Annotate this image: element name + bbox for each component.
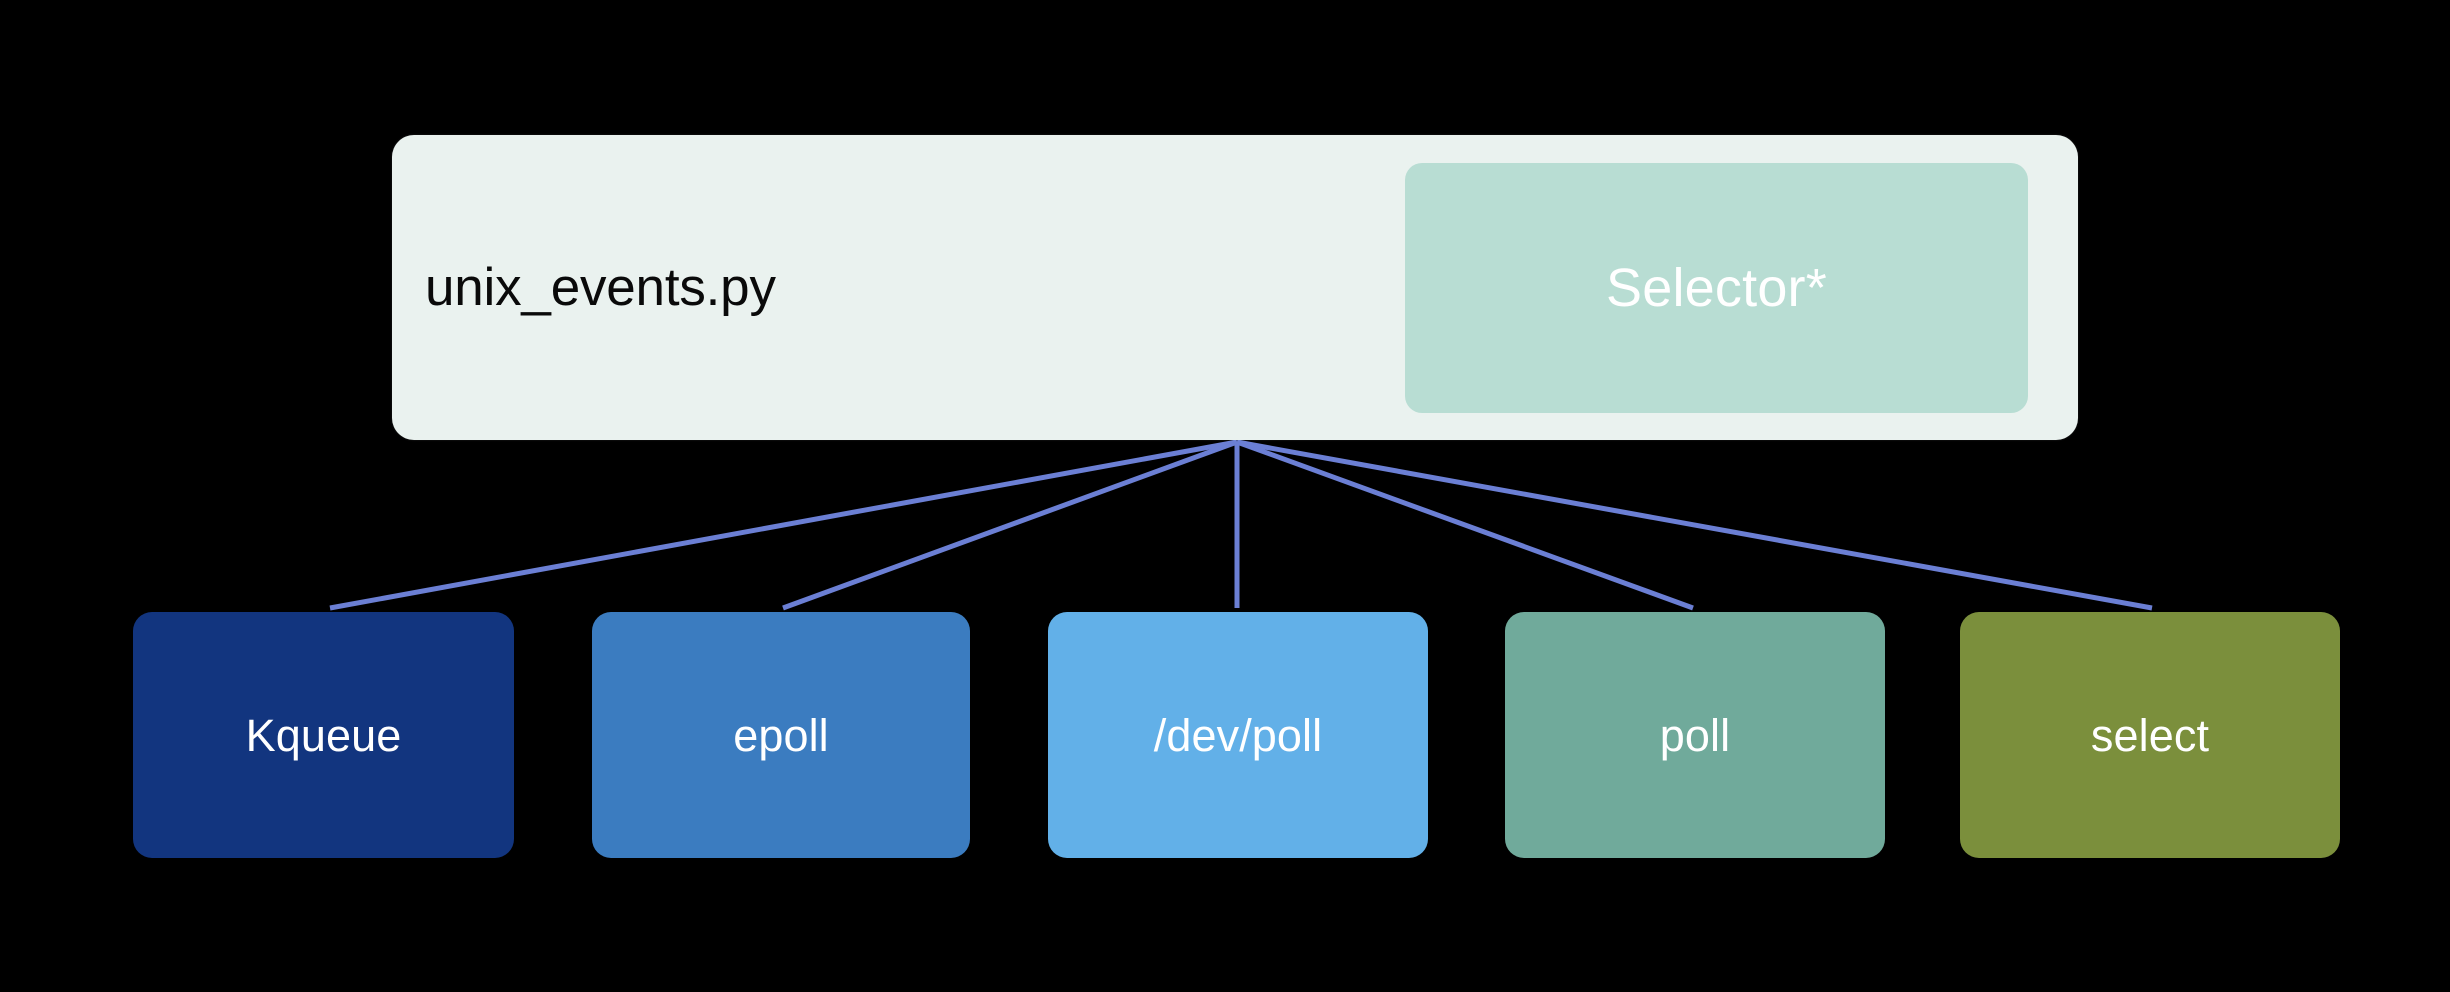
backend-box-select[interactable]: select <box>1960 612 2340 858</box>
selector-chip[interactable]: Selector* <box>1405 163 2028 413</box>
connector-line-select <box>1236 439 2153 611</box>
backend-label: /dev/poll <box>1153 709 1323 761</box>
backend-box-poll[interactable]: poll <box>1505 612 1885 858</box>
backend-label: poll <box>1659 709 1731 761</box>
connector-line-poll <box>1236 439 1694 611</box>
backend-box-dev-poll[interactable]: /dev/poll <box>1048 612 1428 858</box>
connector-line-kqueue <box>329 439 1238 611</box>
module-panel-unix-events[interactable]: unix_events.py Selector* <box>392 135 2078 440</box>
backend-box-kqueue[interactable]: Kqueue <box>133 612 514 858</box>
selector-label: Selector* <box>1606 258 1827 318</box>
connector-line-epoll <box>782 439 1238 611</box>
backend-box-epoll[interactable]: epoll <box>592 612 970 858</box>
backend-label: select <box>2090 709 2210 761</box>
backend-label: Kqueue <box>245 709 402 761</box>
module-title: unix_events.py <box>425 258 776 317</box>
backend-label: epoll <box>733 709 829 761</box>
